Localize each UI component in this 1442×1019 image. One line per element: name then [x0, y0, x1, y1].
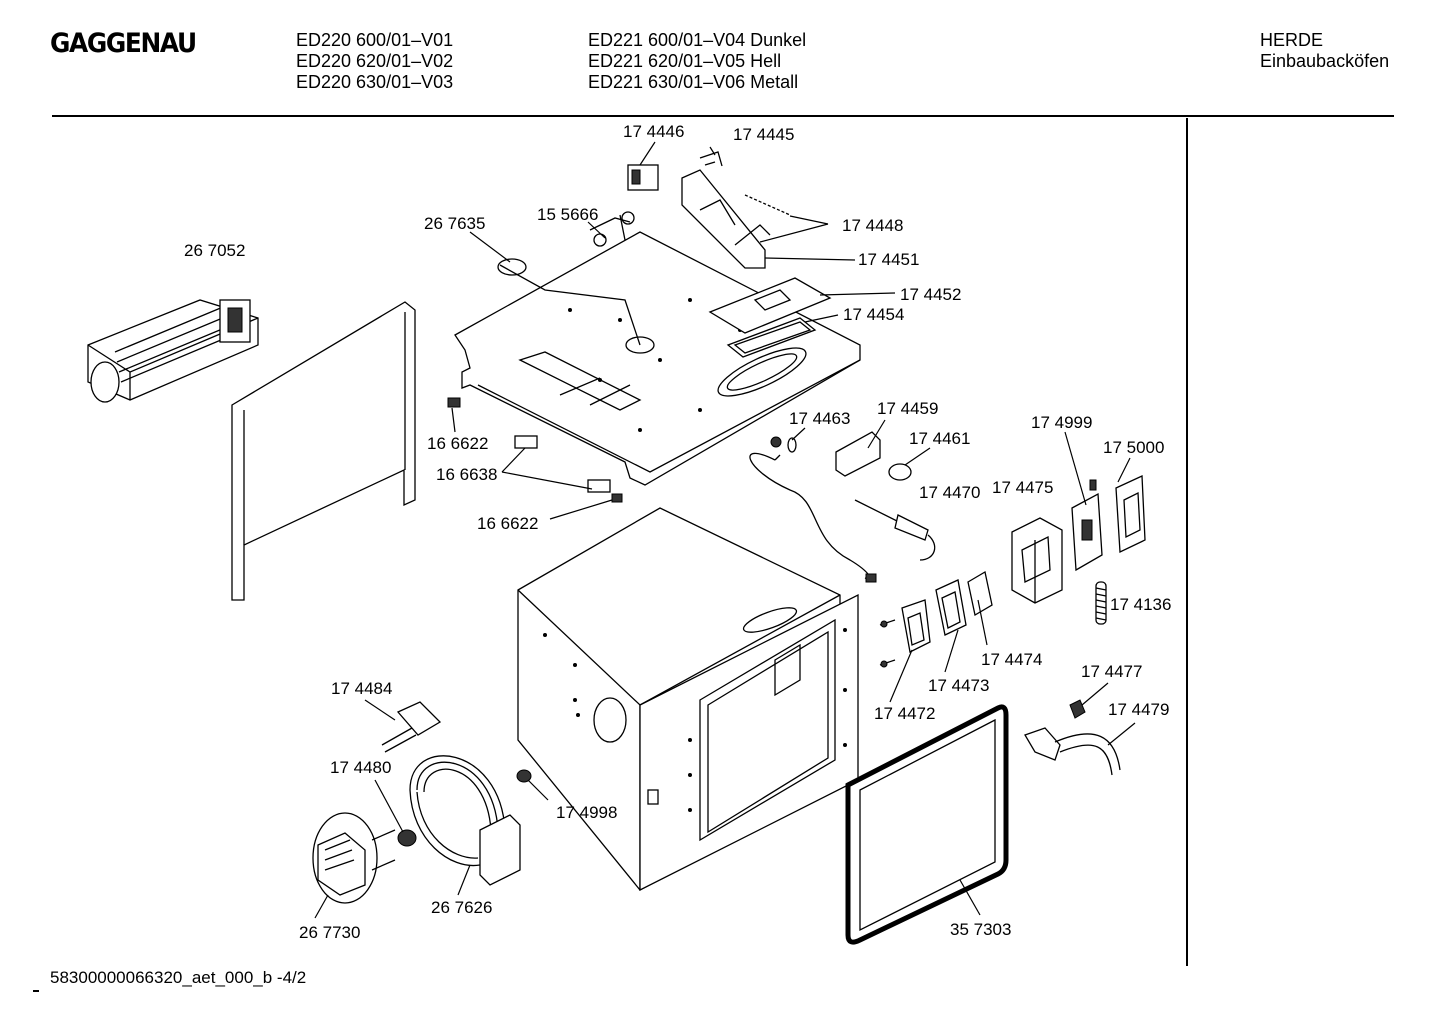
- part-label: 17 4999: [1031, 413, 1092, 432]
- door-gasket: [845, 704, 1009, 945]
- part-label: 17 4479: [1108, 700, 1169, 719]
- switch-plate: [1071, 479, 1103, 572]
- part-label: 17 4445: [733, 125, 794, 144]
- model-line: ED220 630/01–V03: [296, 72, 454, 92]
- part-label: 16 6622: [477, 514, 538, 533]
- hinge-bracket: [1024, 699, 1121, 776]
- part-label: 17 4477: [1081, 662, 1142, 681]
- part-label: 17 4461: [909, 429, 970, 448]
- insulation-plates: [708, 277, 832, 358]
- document-code: 58300000066320_aet_000_b -4/2: [50, 968, 307, 987]
- part-label: 17 4474: [981, 650, 1042, 669]
- part-label: 35 7303: [950, 920, 1011, 939]
- lock-mechanism: [681, 169, 791, 269]
- part-label: 17 4446: [623, 122, 684, 141]
- convection-fan-motor: [312, 812, 396, 904]
- small-bracket: [699, 151, 723, 167]
- model-line: ED221 630/01–V06 Metall: [588, 72, 799, 92]
- oven-cavity: [517, 507, 859, 892]
- part-label: 17 4454: [843, 305, 904, 324]
- meat-probe: [854, 499, 936, 561]
- part-label: 17 4998: [556, 803, 617, 822]
- part-label: 17 4459: [877, 399, 938, 418]
- category-line: Einbaubacköfen: [1260, 51, 1390, 71]
- model-line: ED221 620/01–V05 Hell: [588, 51, 782, 71]
- grommet: [516, 769, 532, 783]
- tangential-fan: [87, 299, 259, 403]
- seal-plates: [879, 570, 993, 668]
- part-label: 17 4475: [992, 478, 1053, 497]
- mounting-bracket: [1115, 475, 1146, 554]
- part-label: 26 7635: [424, 214, 485, 233]
- model-line: ED220 600/01–V01: [296, 30, 454, 50]
- thermostat-bracket: [835, 431, 881, 477]
- category-label: HERDE Einbaubacköfen: [1260, 30, 1389, 72]
- plate-clips: [447, 397, 623, 503]
- brand-logo: GAGGENAU: [50, 28, 197, 59]
- part-label: 15 5666: [537, 205, 598, 224]
- sensor-cable: [749, 436, 877, 583]
- part-label: 26 7626: [431, 898, 492, 917]
- part-label: 17 5000: [1103, 438, 1164, 457]
- leader-lines: [314, 141, 1136, 919]
- part-label: 17 4448: [842, 216, 903, 235]
- part-label: 26 7052: [184, 241, 245, 260]
- ring-heating-element: [409, 755, 521, 886]
- part-label: 17 4480: [330, 758, 391, 777]
- relay: [627, 164, 659, 191]
- spring: [1095, 581, 1107, 625]
- part-label: 17 4473: [928, 676, 989, 695]
- part-label: 16 6622: [427, 434, 488, 453]
- part-labels: 17 4446 17 4445 15 5666 26 7635 17 4448 …: [184, 122, 1171, 942]
- part-label: 17 4451: [858, 250, 919, 269]
- part-label: 17 4136: [1110, 595, 1171, 614]
- fan-coupling: [397, 829, 417, 847]
- part-label: 26 7730: [299, 923, 360, 942]
- model-list-left: ED220 600/01–V01 ED220 620/01–V02 ED220 …: [296, 30, 453, 93]
- category-line: HERDE: [1260, 30, 1324, 50]
- rear-panel: [231, 301, 416, 601]
- part-label: 17 4484: [331, 679, 392, 698]
- part-label: 17 4470: [919, 483, 980, 502]
- model-list-right: ED221 600/01–V04 Dunkel ED221 620/01–V05…: [588, 30, 806, 93]
- part-label: 17 4463: [789, 409, 850, 428]
- corner-mark: [33, 990, 39, 992]
- part-label: 17 4472: [874, 704, 935, 723]
- bracket-pin: [381, 701, 442, 753]
- model-line: ED221 600/01–V04 Dunkel: [588, 30, 807, 50]
- part-label: 17 4452: [900, 285, 961, 304]
- model-line: ED220 620/01–V02: [296, 51, 454, 71]
- hex-nut: [888, 463, 912, 481]
- part-label: 16 6638: [436, 465, 497, 484]
- socket-housing: [1011, 517, 1063, 604]
